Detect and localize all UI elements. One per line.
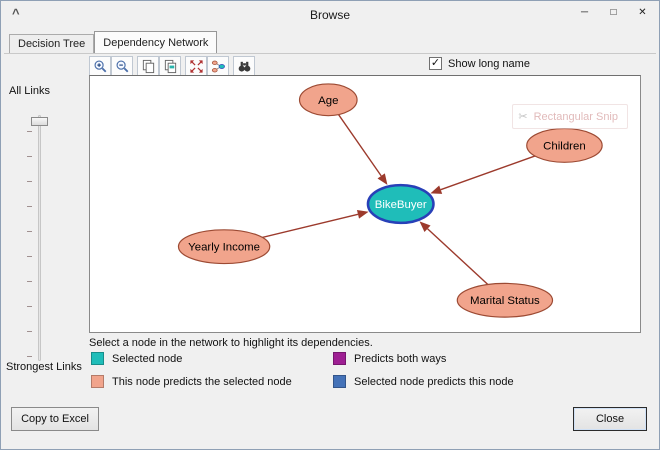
copy-icon	[142, 59, 154, 73]
legend-label-selected-node: Selected node	[112, 352, 183, 365]
all-links-label: All Links	[9, 85, 50, 97]
arrowhead-YearlyIncome-to-BikeBuyer	[356, 209, 369, 219]
network-node-Age[interactable]: Age	[298, 83, 358, 117]
zoom-out-icon	[115, 59, 128, 72]
show-long-name-label: Show long name	[448, 57, 530, 70]
snip-label: Rectangular Snip	[533, 110, 618, 123]
strongest-links-label: Strongest Links	[6, 361, 82, 373]
arrowhead-Age-to-BikeBuyer	[377, 173, 388, 185]
legend-label-predicts-selected: This node predicts the selected node	[112, 375, 292, 388]
close-button[interactable]: Close	[573, 407, 647, 431]
svg-text:Yearly Income: Yearly Income	[188, 242, 260, 254]
graph-layout-button[interactable]	[207, 56, 229, 76]
legend-item-predicts-selected: This node predicts the selected node	[91, 375, 292, 388]
legend-label-selected-predicts: Selected node predicts this node	[354, 375, 514, 388]
arrowhead-Children-to-BikeBuyer	[430, 185, 443, 194]
arrowhead-MaritalStatus-to-BikeBuyer	[419, 221, 431, 233]
legend-swatch-predicts-selected	[91, 375, 104, 388]
tab-dependency-network[interactable]: Dependency Network	[94, 31, 218, 53]
copy-graph-icon	[164, 59, 176, 73]
svg-text:BikeBuyer: BikeBuyer	[375, 199, 427, 211]
zoom-out-button[interactable]	[111, 56, 133, 76]
legend-swatch-selected-predicts	[333, 375, 346, 388]
maximize-button[interactable]: □	[610, 6, 617, 18]
fit-to-window-icon	[189, 59, 203, 73]
binoculars-icon	[238, 61, 250, 72]
legend-item-both-ways: Predicts both ways	[333, 352, 446, 365]
legend-swatch-selected-node	[91, 352, 104, 365]
legend-item-selected-predicts: Selected node predicts this node	[333, 375, 514, 388]
links-slider-ticks	[27, 131, 32, 358]
svg-text:Age: Age	[318, 95, 338, 107]
status-text: Select a node in the network to highligh…	[89, 337, 373, 349]
graph-layout-icon	[211, 60, 225, 72]
legend-label-both-ways: Predicts both ways	[354, 352, 447, 365]
window-title: Browse	[309, 8, 350, 22]
window-controls: ─ □ ✕	[570, 1, 657, 23]
network-node-YearlyIncome[interactable]: Yearly Income	[177, 229, 271, 265]
find-node-button[interactable]	[233, 56, 255, 76]
zoom-in-icon	[93, 59, 106, 72]
tabpage-border	[4, 53, 656, 54]
tabstrip: Decision Tree Dependency Network	[9, 31, 218, 53]
rectangular-snip-watermark: ✂ Rectangular Snip	[512, 104, 628, 129]
copy-to-excel-button[interactable]: Copy to Excel	[11, 407, 99, 431]
tab-decision-tree[interactable]: Decision Tree	[9, 34, 95, 53]
svg-text:Marital Status: Marital Status	[470, 295, 540, 307]
network-node-MaritalStatus[interactable]: Marital Status	[456, 282, 554, 318]
copy-button[interactable]	[137, 56, 159, 76]
legend-item-selected-node: Selected node	[91, 352, 182, 365]
minimize-button[interactable]: ─	[580, 6, 589, 18]
network-node-Children[interactable]: Children	[526, 127, 603, 163]
copy-graph-view-button[interactable]	[159, 56, 181, 76]
titlebar: ^ Browse ─ □ ✕	[1, 1, 659, 29]
close-window-button[interactable]: ✕	[638, 6, 647, 18]
links-slider-thumb[interactable]	[31, 117, 48, 126]
svg-text:Children: Children	[543, 140, 585, 152]
fit-to-window-button[interactable]	[185, 56, 207, 76]
network-node-BikeBuyer[interactable]: BikeBuyer	[366, 183, 435, 225]
legend-swatch-both-ways	[333, 352, 346, 365]
links-slider-track[interactable]	[38, 115, 41, 361]
zoom-in-button[interactable]	[89, 56, 111, 76]
window-icon: ^	[12, 6, 20, 21]
show-long-name-checkbox[interactable]: ✓ Show long name	[429, 57, 530, 70]
checkbox-check-icon: ✓	[429, 57, 442, 70]
snip-icon: ✂	[518, 111, 528, 123]
